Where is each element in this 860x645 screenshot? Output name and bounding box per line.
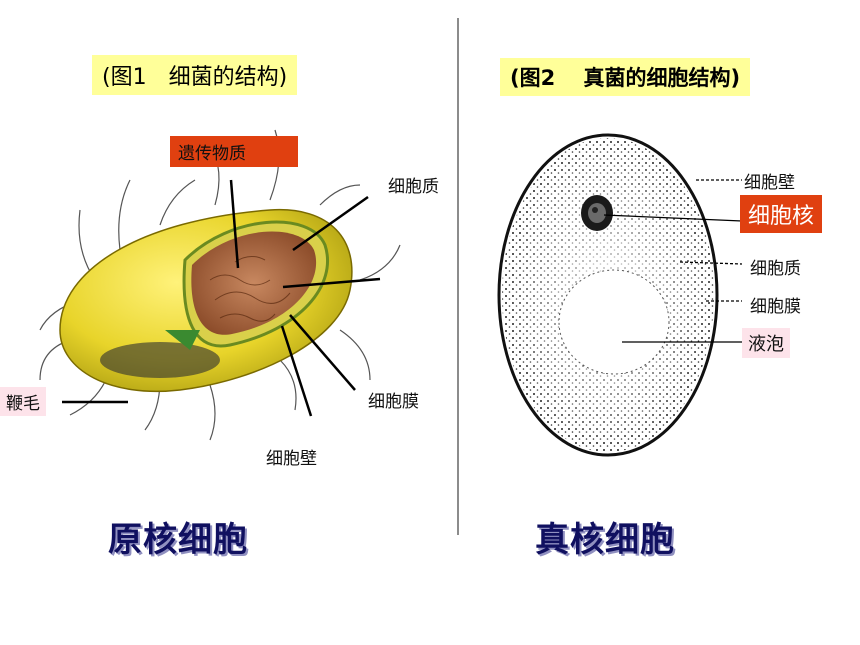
label-flagellum: 鞭毛 xyxy=(0,387,46,416)
label-fungus-nucleus: 细胞核 xyxy=(740,195,823,233)
prokaryotic-cell-heading: 原核细胞 xyxy=(108,520,248,560)
bacterium-pointer-lines xyxy=(62,179,381,417)
bacteria-figure-title: (图1 细菌的结构) xyxy=(92,55,298,95)
label-genetic-material: 遗传物质 xyxy=(170,136,298,167)
label-bacteria-membrane: 细胞膜 xyxy=(368,392,419,412)
label-vacuole: 液泡 xyxy=(742,328,790,358)
label-fungus-membrane: 细胞膜 xyxy=(750,297,801,317)
fungal-cell-illustration xyxy=(497,133,719,457)
fungal-pointer-lines xyxy=(603,179,743,343)
bacterium-illustration xyxy=(39,129,401,441)
label-fungus-cytoplasm: 细胞质 xyxy=(750,259,801,279)
fungus-figure-title: (图2 真菌的细胞结构) xyxy=(500,58,751,96)
label-bacteria-wall: 细胞壁 xyxy=(266,449,317,469)
label-fungus-wall: 细胞壁 xyxy=(744,173,795,193)
eukaryotic-cell-heading: 真核细胞 xyxy=(535,520,675,560)
label-bacteria-cytoplasm: 细胞质 xyxy=(388,177,439,197)
